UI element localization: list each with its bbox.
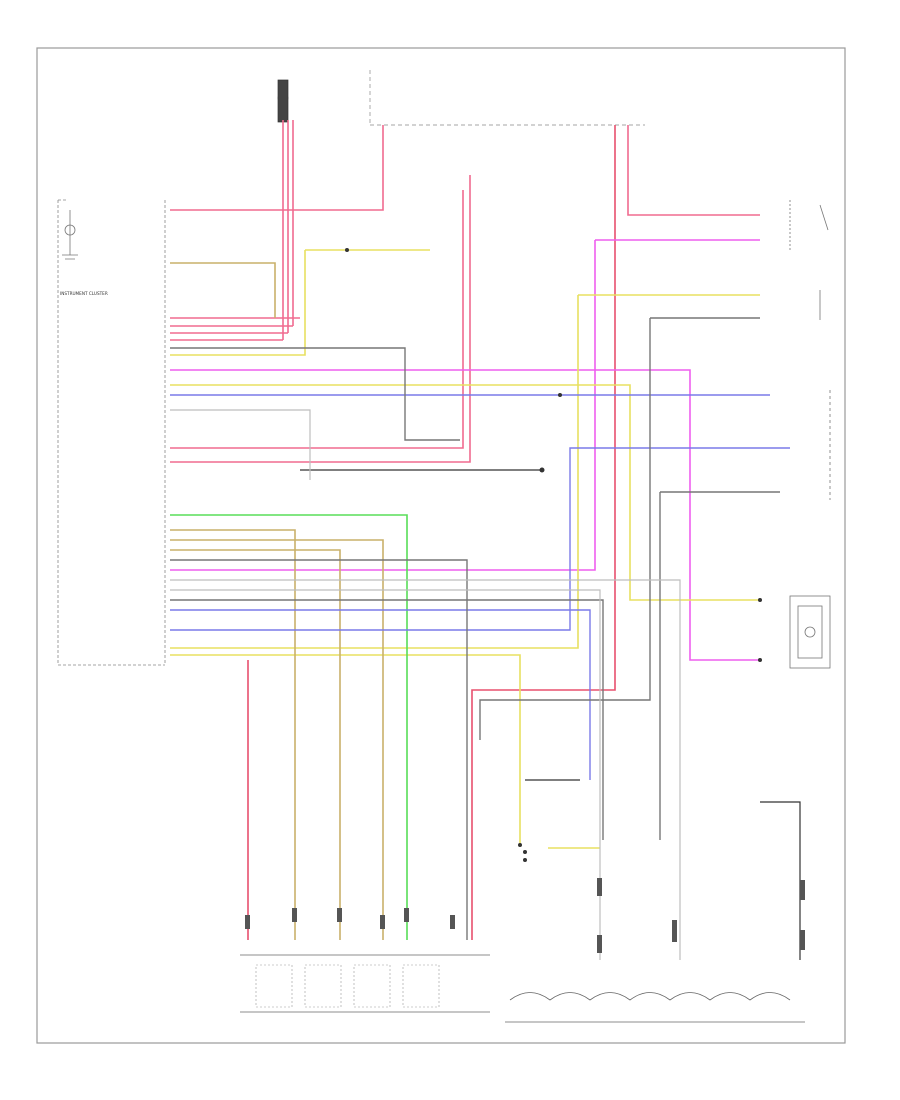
- ground-symbol: [62, 210, 78, 260]
- bottom-connectors: [240, 954, 805, 1023]
- splice-dots: [345, 248, 762, 862]
- pink-wires: [170, 120, 760, 463]
- red-wires: [247, 125, 616, 940]
- blue-wires: [170, 394, 790, 780]
- instrument-cluster-label: INSTRUMENT CLUSTER: [60, 291, 108, 296]
- connector-pins: [245, 878, 805, 953]
- green-wires: [170, 514, 408, 940]
- yellow-wires: [170, 249, 760, 849]
- instrument-cluster-box: [57, 199, 166, 666]
- lightgray-wires: [170, 409, 681, 960]
- magenta-wires: [170, 239, 760, 661]
- bottom-switch-blocks: [255, 964, 440, 1008]
- diagram-border: [36, 47, 846, 1044]
- khaki-wires: [170, 262, 384, 940]
- right-components: [789, 200, 831, 669]
- dark-wires: [300, 469, 801, 960]
- gray-wires: [170, 317, 780, 940]
- fuse-block: [277, 70, 645, 126]
